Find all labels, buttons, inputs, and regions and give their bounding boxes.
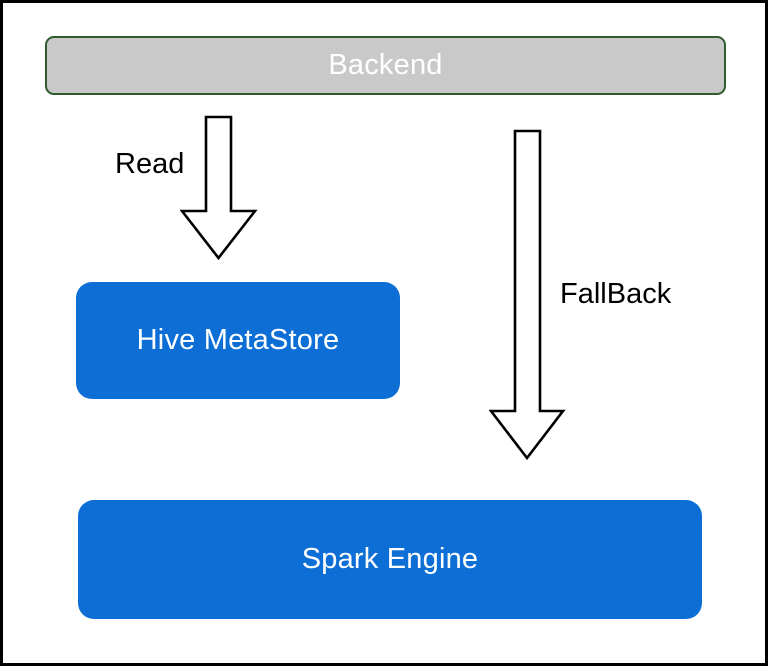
- edge-label-fallback: FallBack: [560, 278, 672, 310]
- fallback-down-arrow-icon: [489, 129, 566, 461]
- node-hive-metastore-label: Hive MetaStore: [136, 324, 340, 356]
- node-hive-metastore: Hive MetaStore: [76, 282, 400, 399]
- edge-label-read: Read: [115, 148, 185, 180]
- node-backend: Backend: [45, 36, 726, 95]
- node-spark-engine-label: Spark Engine: [301, 543, 479, 575]
- node-backend-label: Backend: [328, 49, 443, 81]
- node-spark-engine: Spark Engine: [78, 500, 702, 619]
- read-down-arrow-icon: [180, 115, 258, 261]
